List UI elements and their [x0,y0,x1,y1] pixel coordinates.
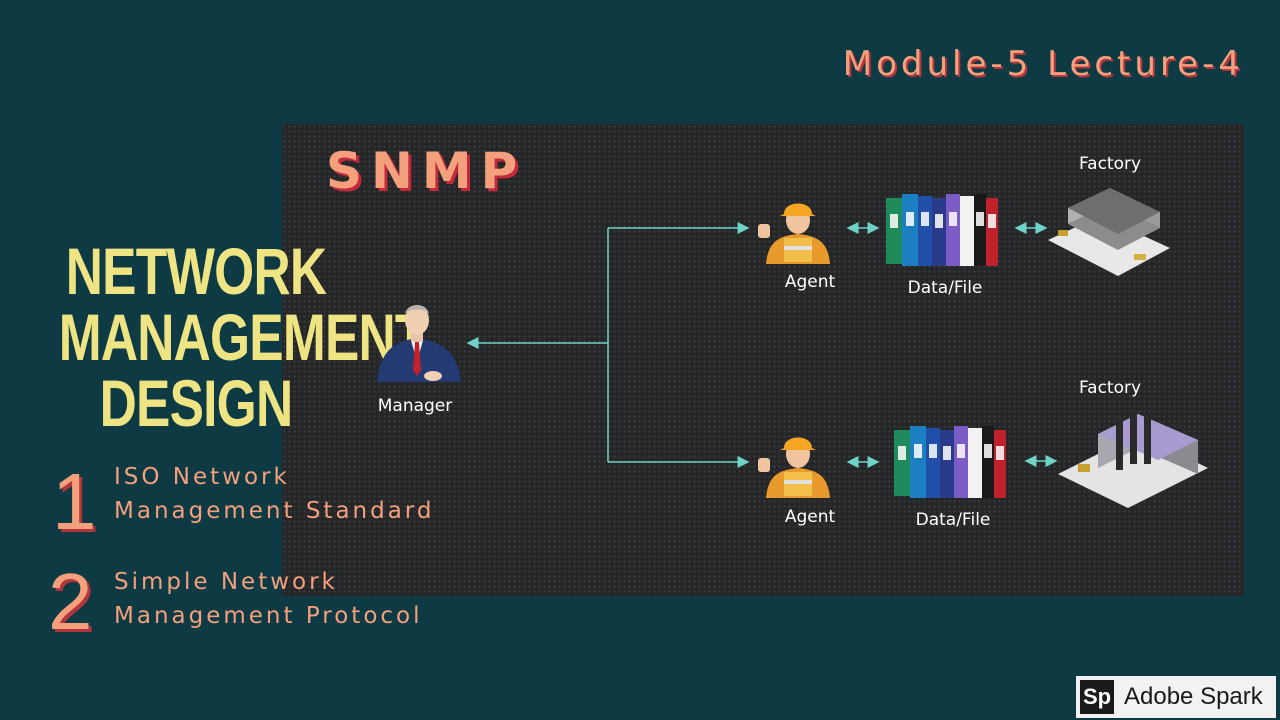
item-text-2: Simple Network Management Protocol [114,565,423,633]
snmp-heading: SNMP [326,142,527,200]
agent-2-label: Agent [784,507,836,527]
factory-1-icon [1048,188,1170,276]
slide-title-line-3: DESIGN [99,366,293,440]
adobe-spark-icon: Sp [1080,680,1114,714]
agent-2-icon [758,437,830,498]
factory-2-label: Factory [1078,378,1142,398]
manager-label: Manager [377,396,453,416]
item-2-line-1: Simple Network [114,569,338,595]
item-number-1: 1 [52,457,97,546]
item-number-2: 2 [48,557,93,646]
adobe-spark-text: Adobe Spark [1124,683,1263,710]
factory-2-icon [1058,410,1208,508]
item-1-line-2: Management Standard [114,498,435,524]
item-1-line-1: ISO Network [114,464,290,490]
factory-1-label: Factory [1078,154,1142,174]
module-lecture-title: Module-5 Lecture-4 [842,44,1244,84]
data-file-2-icon [894,426,1006,498]
data-file-2-label: Data/File [915,510,991,530]
item-2-line-2: Management Protocol [114,603,423,629]
connector-lines [466,222,1058,468]
item-text-1: ISO Network Management Standard [114,460,434,528]
data-file-1-icon [886,194,998,266]
manager-icon [377,305,461,382]
slide-title-line-1: NETWORK [65,234,327,308]
data-file-1-label: Data/File [907,278,983,298]
agent-1-icon [758,203,830,264]
agent-1-label: Agent [784,272,836,292]
adobe-spark-watermark: Sp Adobe Spark [1076,676,1276,718]
